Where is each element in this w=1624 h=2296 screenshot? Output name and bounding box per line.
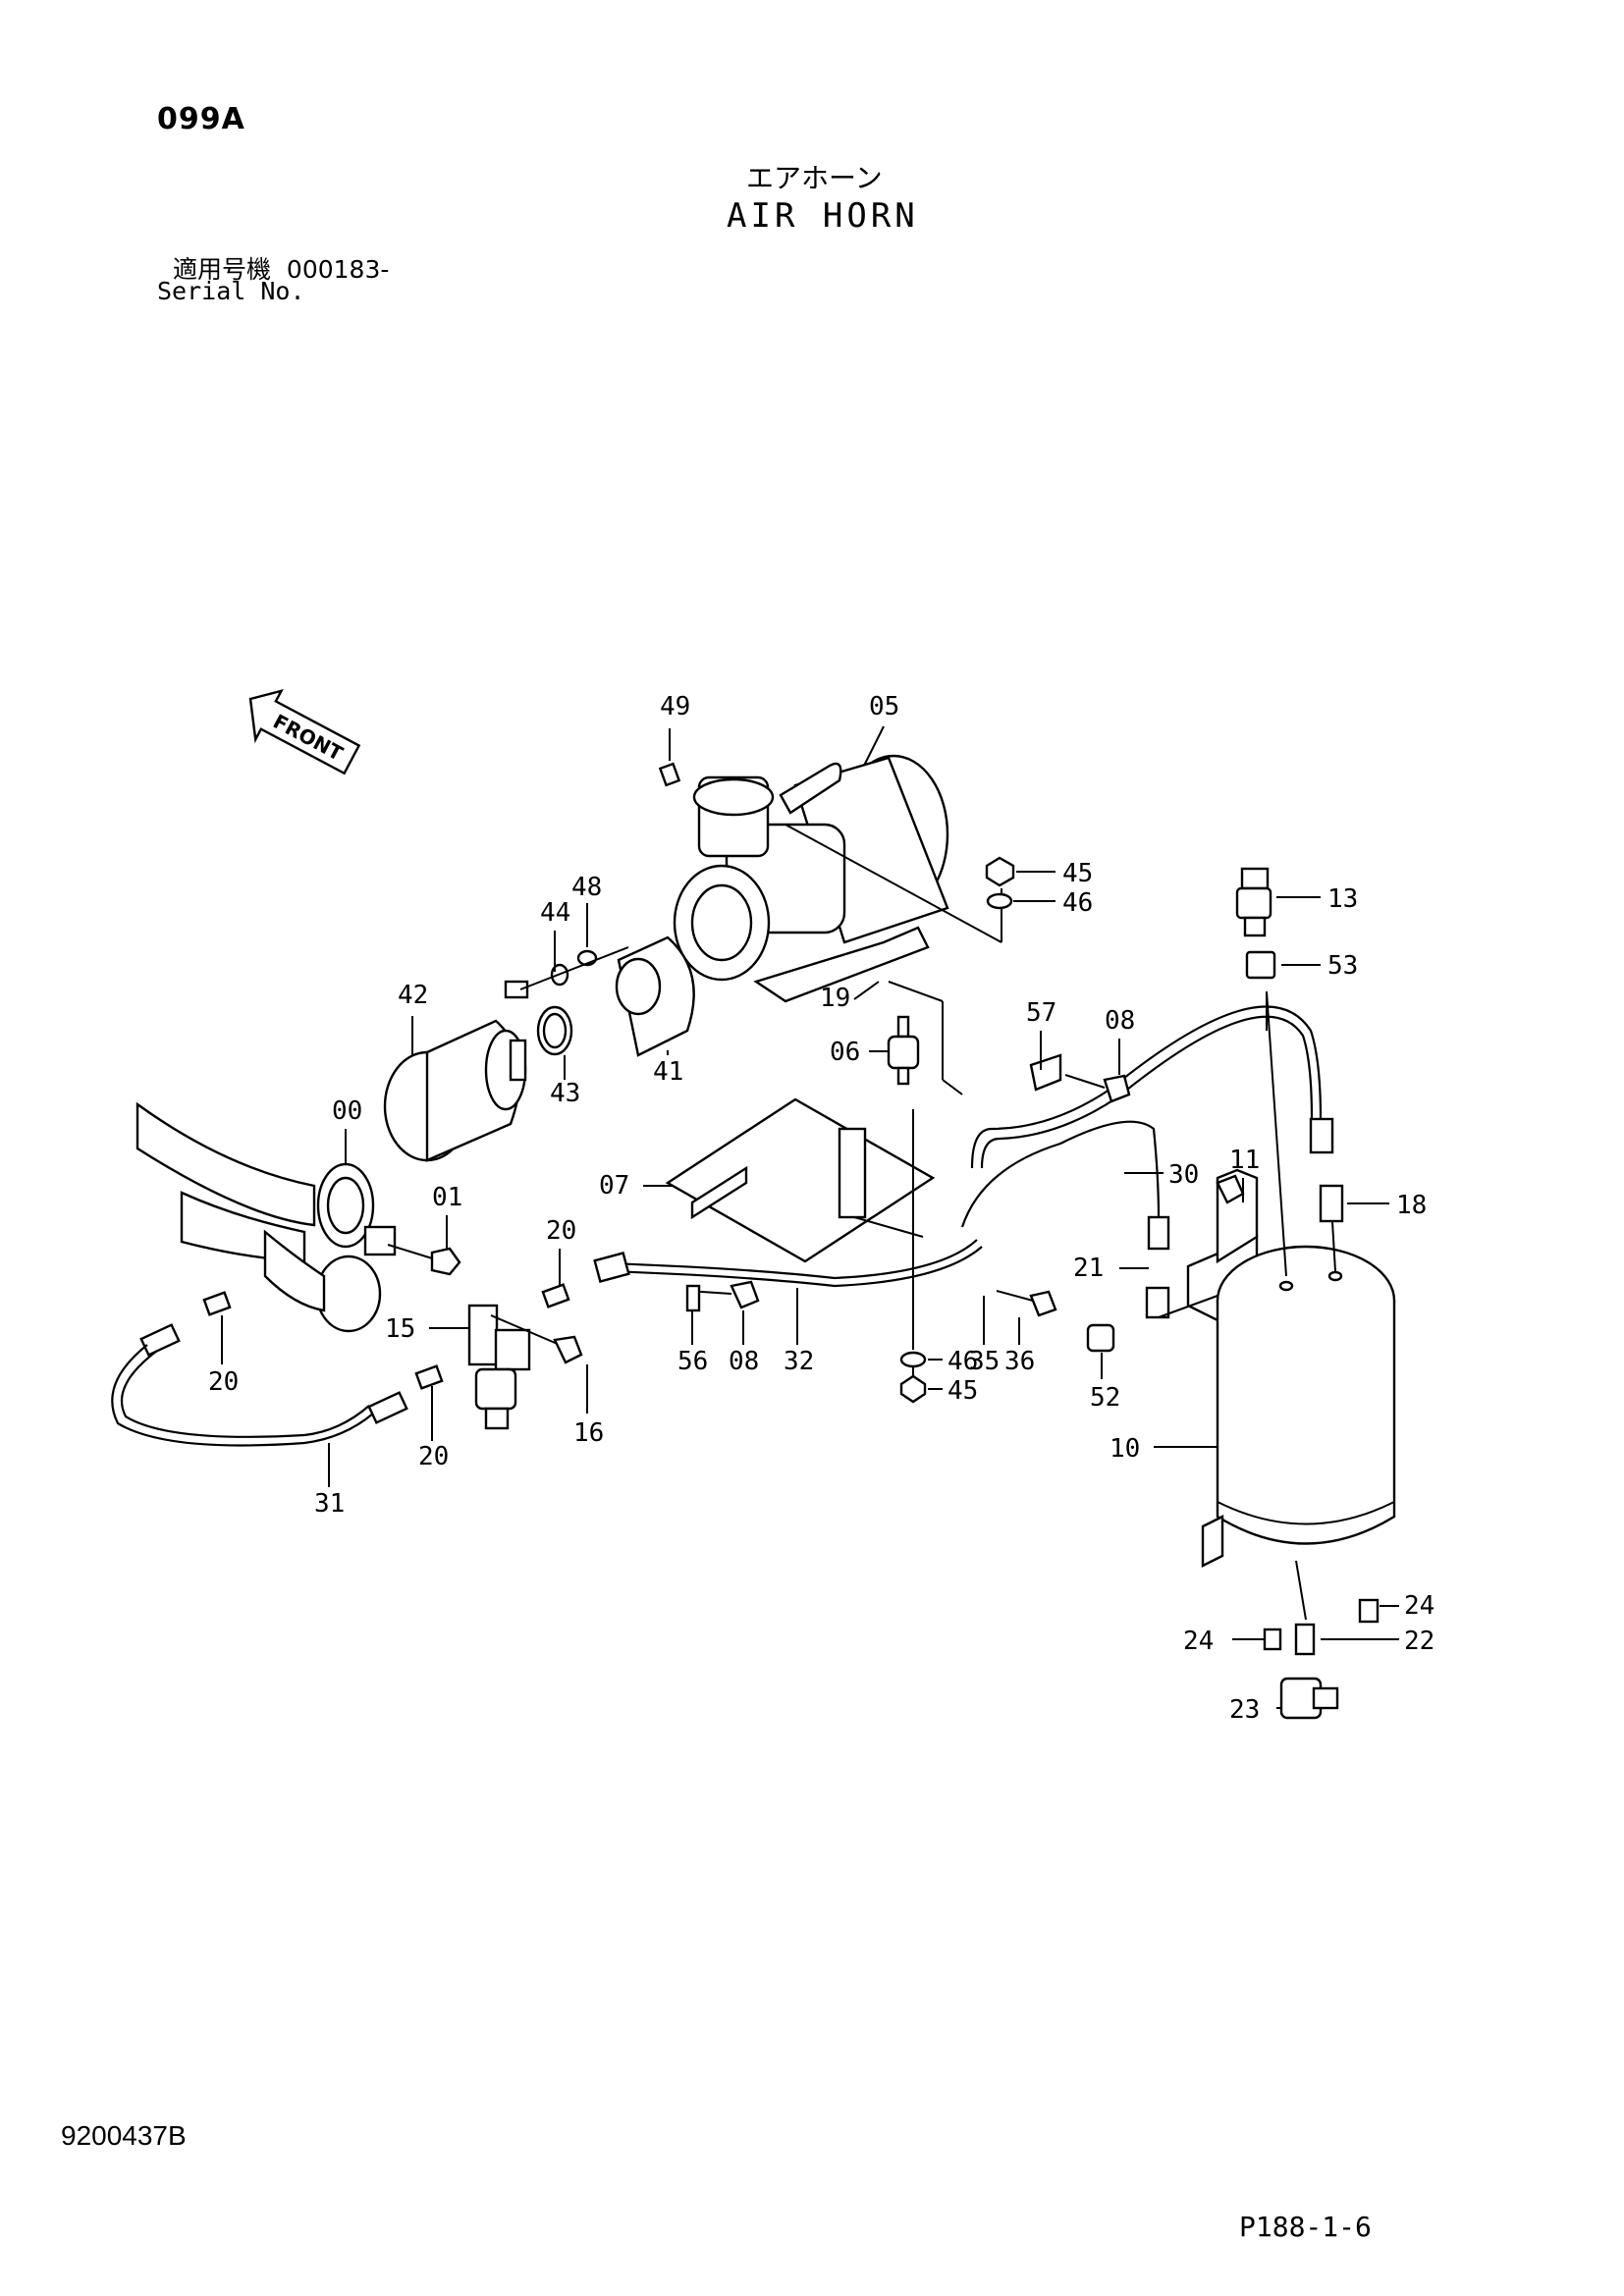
callout-06: 06 xyxy=(830,1038,860,1067)
callout-16: 16 xyxy=(573,1418,604,1448)
air-tank xyxy=(1201,990,1396,1568)
callout-22: 22 xyxy=(1404,1627,1435,1656)
callout-07: 07 xyxy=(599,1171,629,1201)
callout-24: 24 xyxy=(1404,1591,1435,1621)
hose-32 xyxy=(608,1246,983,1288)
hose-30-inner xyxy=(980,1015,1314,1169)
callout-08: 08 xyxy=(1105,1006,1135,1036)
screw-49 xyxy=(658,762,681,787)
hose-30 xyxy=(970,1005,1323,1169)
callout-20: 20 xyxy=(208,1367,239,1397)
callout-05: 05 xyxy=(869,692,899,721)
callout-11: 11 xyxy=(1229,1146,1260,1175)
fittings-13-53 xyxy=(1235,867,1276,1031)
hose-32-inner xyxy=(608,1239,978,1280)
page-reference: P188-1-6 xyxy=(1239,2211,1372,2243)
callout-57: 57 xyxy=(1026,998,1056,1028)
callout-20: 20 xyxy=(418,1442,449,1471)
callout-10: 10 xyxy=(1110,1434,1140,1464)
callout-56: 56 xyxy=(677,1347,708,1376)
callout-44: 44 xyxy=(540,898,570,928)
bracket-57 xyxy=(1029,1053,1062,1092)
bolts-misc xyxy=(685,1280,1057,1317)
callout-31: 31 xyxy=(314,1489,345,1519)
callout-42: 42 xyxy=(398,981,428,1010)
callout-45: 45 xyxy=(1062,859,1093,888)
serial-label-jp: 適用号機 xyxy=(173,255,272,284)
title-english: AIR HORN xyxy=(727,196,919,236)
callout-43: 43 xyxy=(550,1079,580,1108)
callout-36: 36 xyxy=(1004,1347,1035,1376)
intake-filter-assembly xyxy=(383,935,695,1162)
connector-line xyxy=(888,981,944,1002)
fitting-18 xyxy=(1319,1184,1344,1223)
fittings-20 xyxy=(139,1283,570,1424)
fittings-21-52 xyxy=(1086,1286,1218,1353)
callout-21: 21 xyxy=(1073,1254,1104,1283)
leader-line-05 xyxy=(863,725,885,767)
serial-applicability: 適用号機 000183- xyxy=(173,250,389,286)
callout-52: 52 xyxy=(1090,1383,1120,1413)
hose-30b xyxy=(960,1120,1161,1228)
callout-46: 46 xyxy=(1062,888,1093,918)
title-japanese: エアホーン xyxy=(746,162,883,194)
hose-32-fitting xyxy=(593,1252,630,1283)
filter-regulator-15 xyxy=(467,1304,583,1430)
compressor-motor xyxy=(673,754,1002,1003)
rubber-mount-06 xyxy=(887,1015,920,1086)
callout-49: 49 xyxy=(660,692,690,721)
document-number: 9200437B xyxy=(61,2120,187,2151)
callout-48: 48 xyxy=(571,873,602,902)
hose-31 xyxy=(111,1344,374,1447)
callout-13: 13 xyxy=(1327,884,1358,914)
hose-31-inner xyxy=(121,1350,370,1438)
air-horn-trumpets xyxy=(135,1101,397,1333)
callout-01: 01 xyxy=(432,1183,462,1212)
callout-18: 18 xyxy=(1396,1191,1427,1220)
callout-19: 19 xyxy=(820,984,850,1013)
callout-30: 30 xyxy=(1168,1160,1199,1190)
serial-value: 000183- xyxy=(286,255,390,284)
callout-24: 24 xyxy=(1183,1627,1214,1656)
front-arrow-icon: FRONT xyxy=(248,688,361,775)
bolt-01 xyxy=(387,1244,461,1276)
callout-45: 45 xyxy=(947,1376,978,1406)
callout-23: 23 xyxy=(1229,1695,1260,1725)
callout-20: 20 xyxy=(546,1216,576,1246)
callout-15: 15 xyxy=(385,1314,415,1344)
callout-46: 46 xyxy=(947,1347,978,1376)
callout-41: 41 xyxy=(653,1057,683,1087)
callout-00: 00 xyxy=(332,1096,362,1126)
callout-08: 08 xyxy=(729,1347,759,1376)
callout-35: 35 xyxy=(969,1347,1000,1376)
mounting-plate xyxy=(665,1097,936,1394)
nut-washer-bottom xyxy=(899,1351,927,1404)
drain-valve xyxy=(1263,1560,1380,1720)
leader-line-19 xyxy=(853,981,880,1000)
nut-washer-top xyxy=(985,856,1015,910)
callout-53: 53 xyxy=(1327,951,1358,981)
page-code: 099A xyxy=(157,102,245,136)
serial-label-en: Serial No. xyxy=(157,277,305,305)
callout-32: 32 xyxy=(784,1347,814,1376)
